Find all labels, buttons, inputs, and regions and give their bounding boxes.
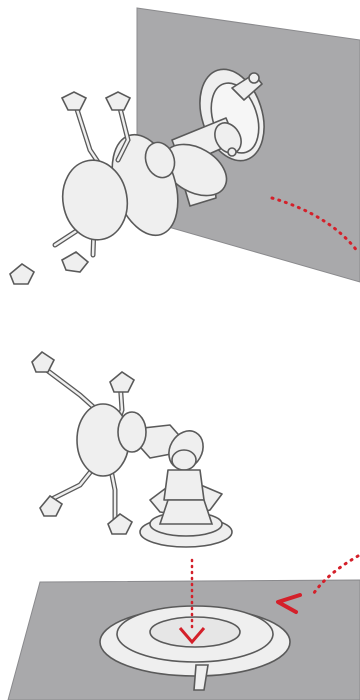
suction-base xyxy=(140,500,232,547)
surface-mount-panel xyxy=(8,352,360,700)
wall-mount-panel xyxy=(10,8,360,284)
socket-arm-2 xyxy=(118,412,210,475)
